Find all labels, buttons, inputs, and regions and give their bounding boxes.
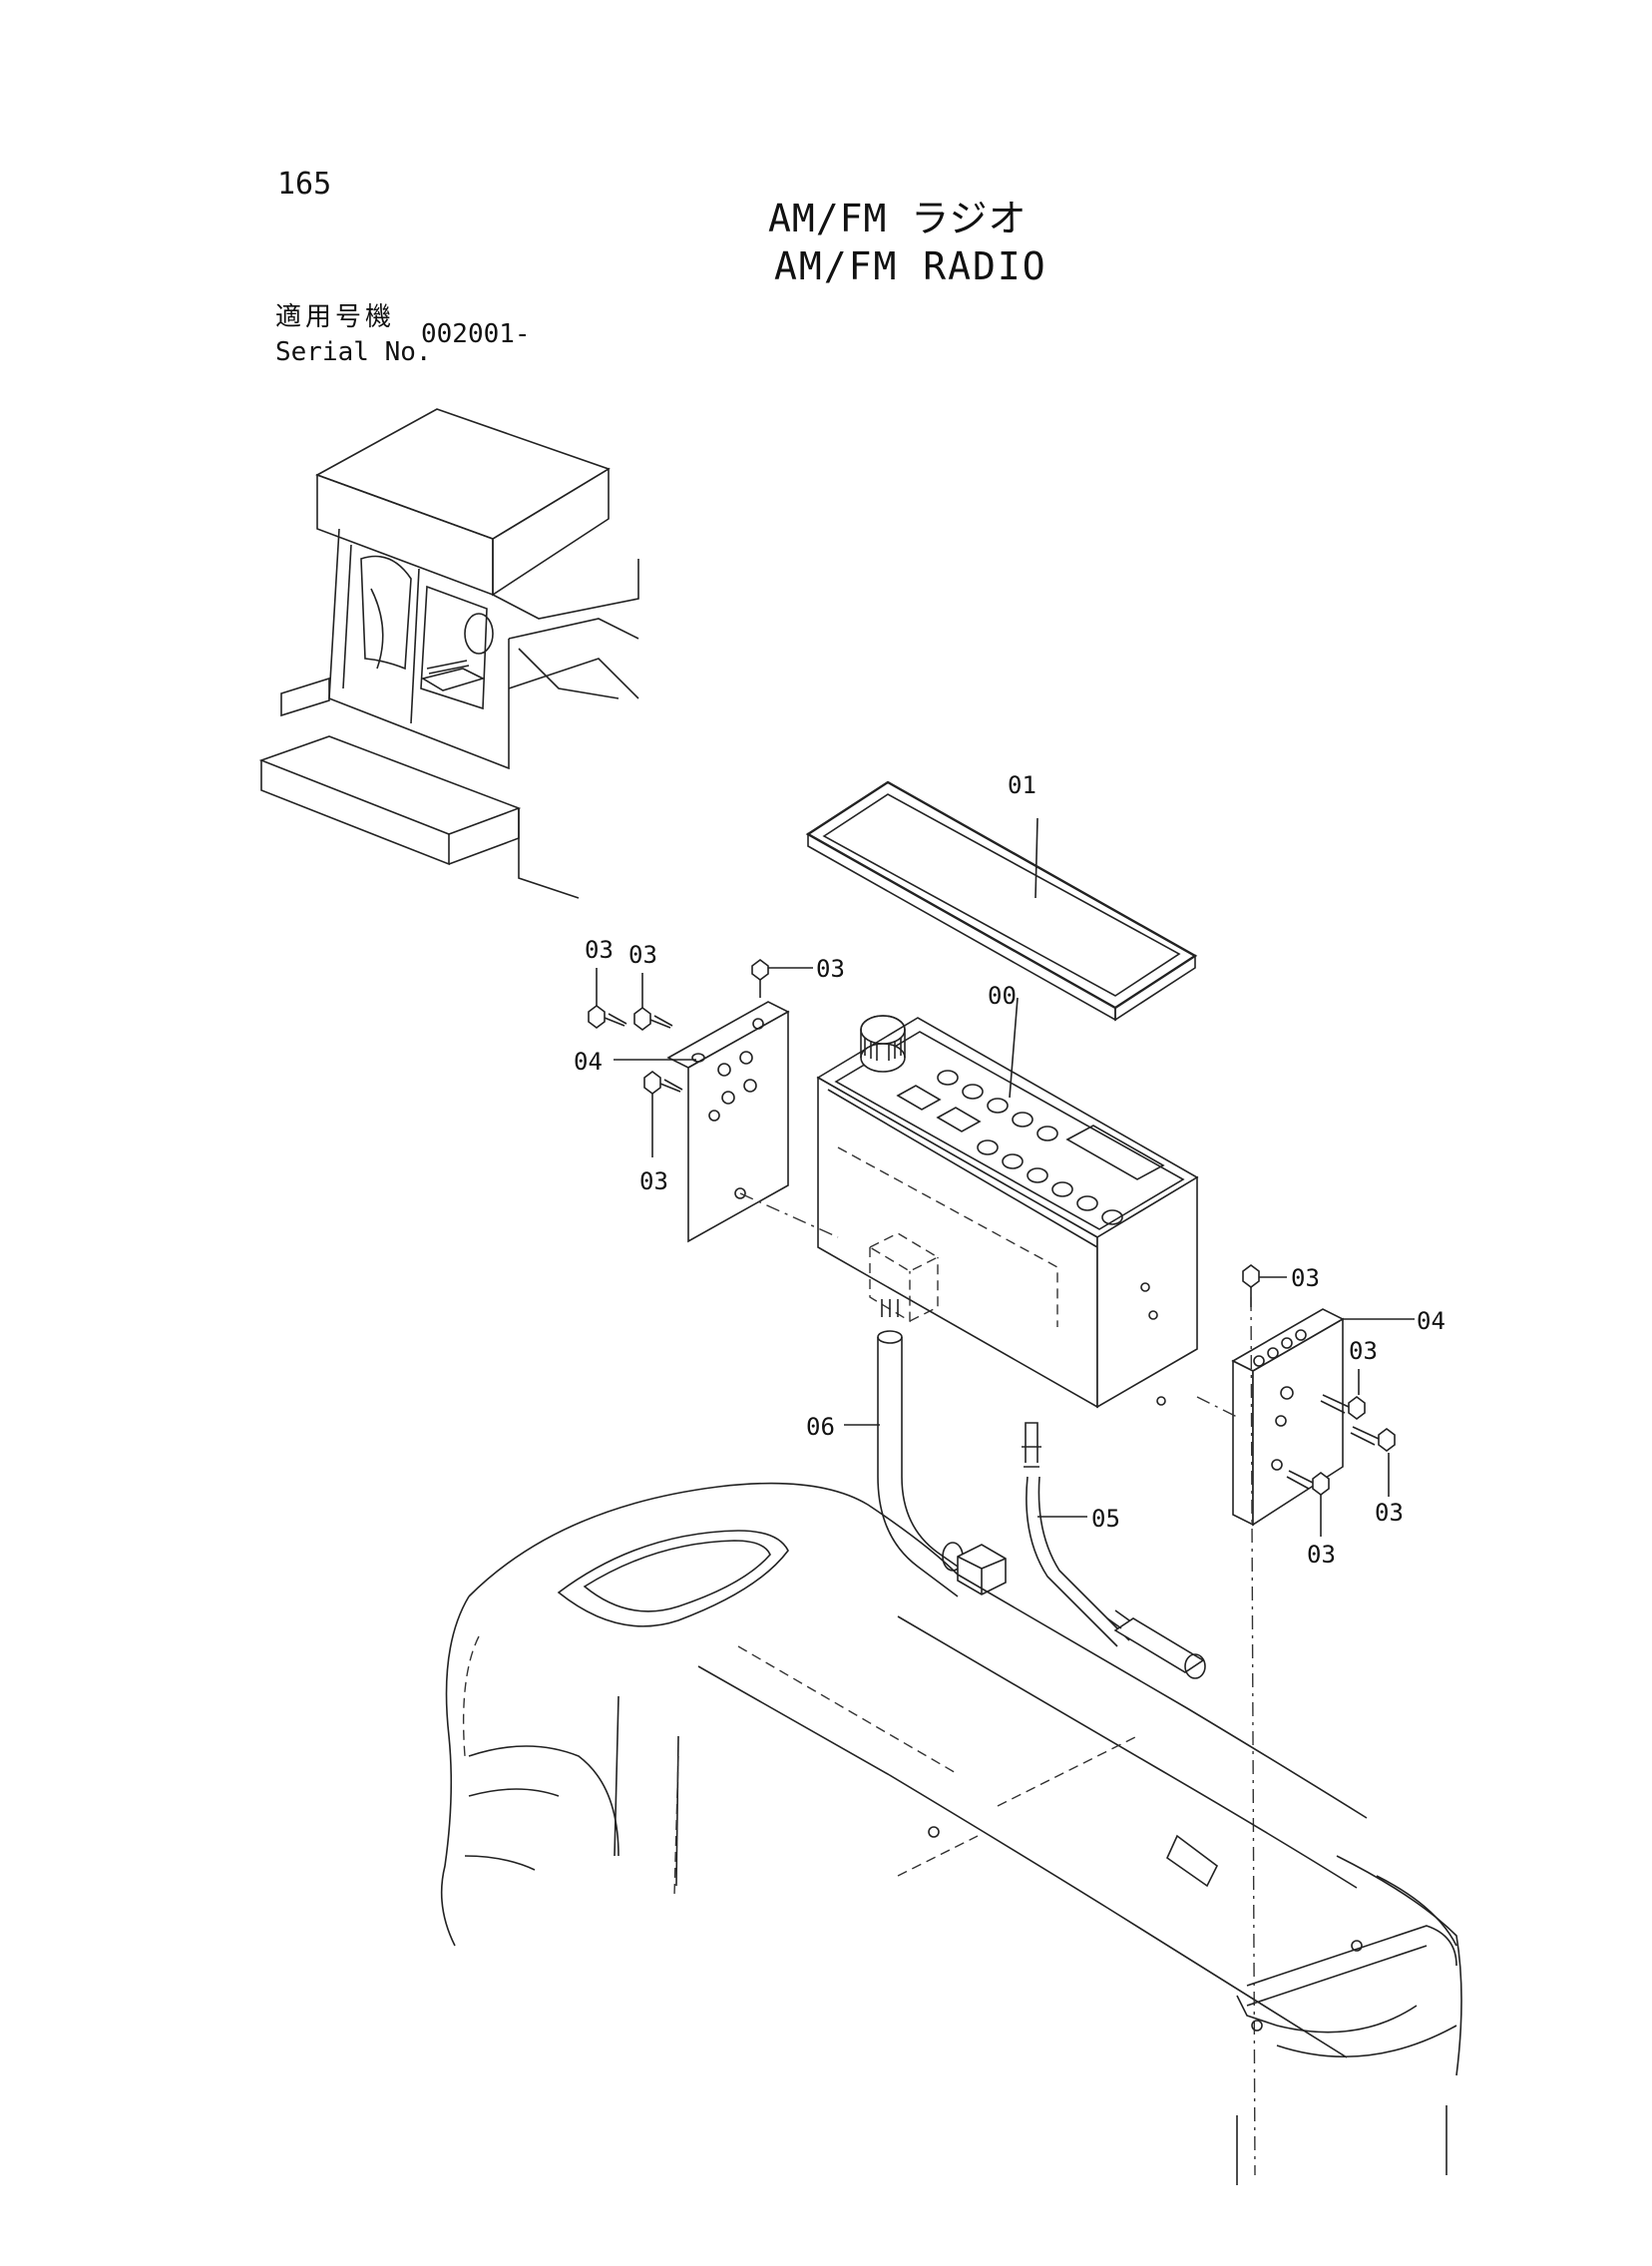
part-00-radio-unit: 00: [816, 982, 1199, 1409]
callout-03-upper-left-a: 03: [585, 936, 614, 964]
callout-03-top-right: 03: [1291, 1264, 1320, 1292]
serial-label-japanese: 適用号機: [275, 302, 396, 332]
callout-03-right-upper: 03: [1349, 1337, 1378, 1365]
screw-icon: [1242, 1264, 1287, 1307]
part-01-frame-gasket: 01: [805, 771, 1198, 1022]
screws-right: 03 03 03 03: [1242, 1264, 1404, 2176]
callout-06: 06: [806, 1413, 835, 1441]
title-japanese: AM/FM ラジオ: [768, 197, 1028, 240]
callout-03-top-left: 03: [816, 955, 845, 983]
screw-icon: [643, 1071, 683, 1157]
callout-01: 01: [1008, 771, 1036, 799]
part-06-wiring-harness: 06: [806, 1299, 1007, 1597]
screw-icon: [1350, 1426, 1396, 1497]
serial-label-english: Serial No.: [275, 337, 432, 367]
callout-03-lower-left: 03: [639, 1167, 668, 1195]
callout-05: 05: [1091, 1505, 1120, 1533]
callout-00: 00: [988, 982, 1017, 1010]
page-number: 165: [277, 167, 332, 202]
screw-icon: [751, 959, 813, 998]
screw-icon: [1286, 1470, 1330, 1537]
part-04-bracket-left: 04: [574, 1001, 839, 1243]
callout-04-right: 04: [1417, 1307, 1446, 1335]
serial-number-value: 002001-: [421, 319, 531, 349]
screws-left: 03 03 03 03: [585, 936, 845, 1195]
screw-icon: [588, 968, 627, 1029]
cab-overview-illustration: [258, 408, 639, 899]
screw-icon: [633, 973, 673, 1031]
callout-03-upper-left-b: 03: [628, 941, 657, 969]
operator-console-body: [440, 1482, 1462, 2185]
callout-03-bottom-right: 03: [1307, 1541, 1336, 1569]
screw-icon: [1320, 1369, 1366, 1420]
title-english: AM/FM RADIO: [774, 244, 1047, 288]
part-05-antenna-cable: 05: [1022, 1422, 1206, 1679]
callout-03-right-lower: 03: [1375, 1499, 1404, 1527]
callout-04-left: 04: [574, 1048, 603, 1076]
